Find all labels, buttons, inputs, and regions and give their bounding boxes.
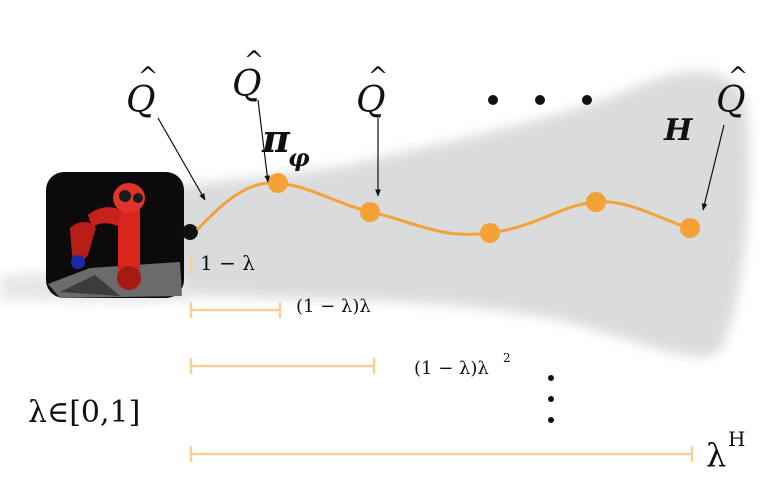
q-arrow-2 <box>257 99 271 183</box>
svg-text:^: ^ <box>138 62 158 90</box>
weight-label-2: (1 − λ)λ <box>296 296 371 317</box>
svg-text:λ: λ <box>706 436 726 474</box>
q-hat-label-2: Q ^ <box>232 46 264 105</box>
trajectory-point-5 <box>680 218 700 238</box>
svg-text:(1 − λ)λ: (1 − λ)λ <box>414 358 489 379</box>
ellipsis-dot-1 <box>488 95 498 105</box>
lambda-range-label: λ∈[0,1] <box>28 395 140 430</box>
weight-bracket-2 <box>189 302 282 318</box>
svg-text:Q: Q <box>356 80 386 121</box>
weight-label-1: 1 − λ <box>200 251 255 275</box>
svg-text:Q: Q <box>716 80 746 121</box>
vertical-ellipsis-dot-3 <box>548 417 554 423</box>
weight-bracket-3 <box>189 358 376 374</box>
q-hat-label-3: Q ^ <box>356 62 388 121</box>
q-hat-label-1: Q ^ <box>126 62 158 121</box>
trajectory-point-3 <box>480 223 500 243</box>
weight-label-last: λ H <box>706 427 745 474</box>
ellipsis-dot-3 <box>582 95 592 105</box>
weight-bracket-last <box>189 446 694 462</box>
svg-text:π: π <box>261 116 291 161</box>
svg-text:^: ^ <box>244 46 264 74</box>
svg-text:Q: Q <box>232 64 262 105</box>
ellipsis-dot-2 <box>535 95 545 105</box>
horizon-label: H <box>663 113 694 148</box>
trajectory-point-4 <box>586 192 606 212</box>
svg-text:φ: φ <box>288 143 310 172</box>
policy-label: π φ <box>261 116 310 172</box>
trajectory-point-2 <box>360 202 380 222</box>
vertical-ellipsis-dot-1 <box>548 375 554 381</box>
q-arrow-1 <box>157 117 206 201</box>
vertical-ellipsis-dot-2 <box>548 396 554 402</box>
svg-text:^: ^ <box>728 62 748 90</box>
svg-text:2: 2 <box>503 351 511 365</box>
weight-label-3: (1 − λ)λ 2 <box>414 351 511 379</box>
start-state-dot <box>182 224 198 240</box>
q-arrow-4 <box>701 124 725 211</box>
robot-thumbnail-icon <box>46 172 184 298</box>
svg-text:Q: Q <box>126 80 156 121</box>
trajectory-cone <box>150 71 750 357</box>
svg-text:H: H <box>728 427 745 451</box>
trajectory-point-1 <box>268 173 288 193</box>
q-hat-label-4: Q ^ <box>716 62 748 121</box>
svg-text:^: ^ <box>368 62 388 90</box>
